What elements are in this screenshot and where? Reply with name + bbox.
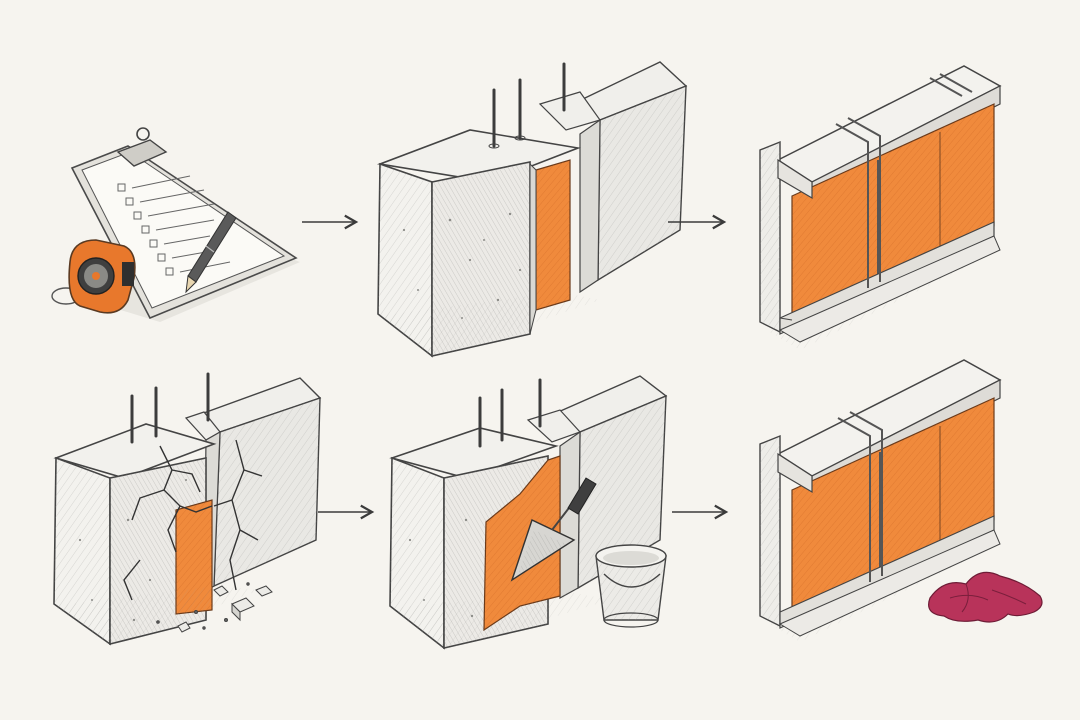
trowel-icon — [510, 477, 597, 582]
crack-lines — [123, 439, 263, 601]
step-insert-insulation — [376, 61, 688, 358]
rebar-icon — [130, 372, 210, 444]
rebar-collars — [488, 135, 526, 149]
tape-measure-icon — [51, 239, 136, 314]
cloth-icon — [928, 571, 1043, 623]
rebar-icon — [478, 378, 542, 448]
insulated-panel-icon — [759, 359, 1002, 642]
step-planning — [51, 127, 300, 322]
bucket-icon — [595, 544, 667, 628]
checklist-lines — [117, 175, 231, 276]
insulation-patch-icon — [483, 455, 561, 632]
insulation-strip-icon — [529, 159, 571, 335]
step-cleanup-finished — [759, 359, 1043, 642]
step-damaged-wall — [53, 372, 322, 646]
step-patch-with-trowel — [389, 375, 668, 650]
row-repair — [53, 359, 1043, 650]
rebar-icon — [492, 62, 566, 148]
step-finished-panel — [759, 65, 1002, 350]
concrete-wall-icon — [376, 61, 688, 358]
row-new-installation — [51, 61, 1002, 358]
cracked-wall-icon — [53, 377, 322, 646]
debris-icon — [156, 582, 273, 633]
pencil-icon — [185, 211, 237, 294]
insulated-panel-icon — [759, 65, 1002, 350]
